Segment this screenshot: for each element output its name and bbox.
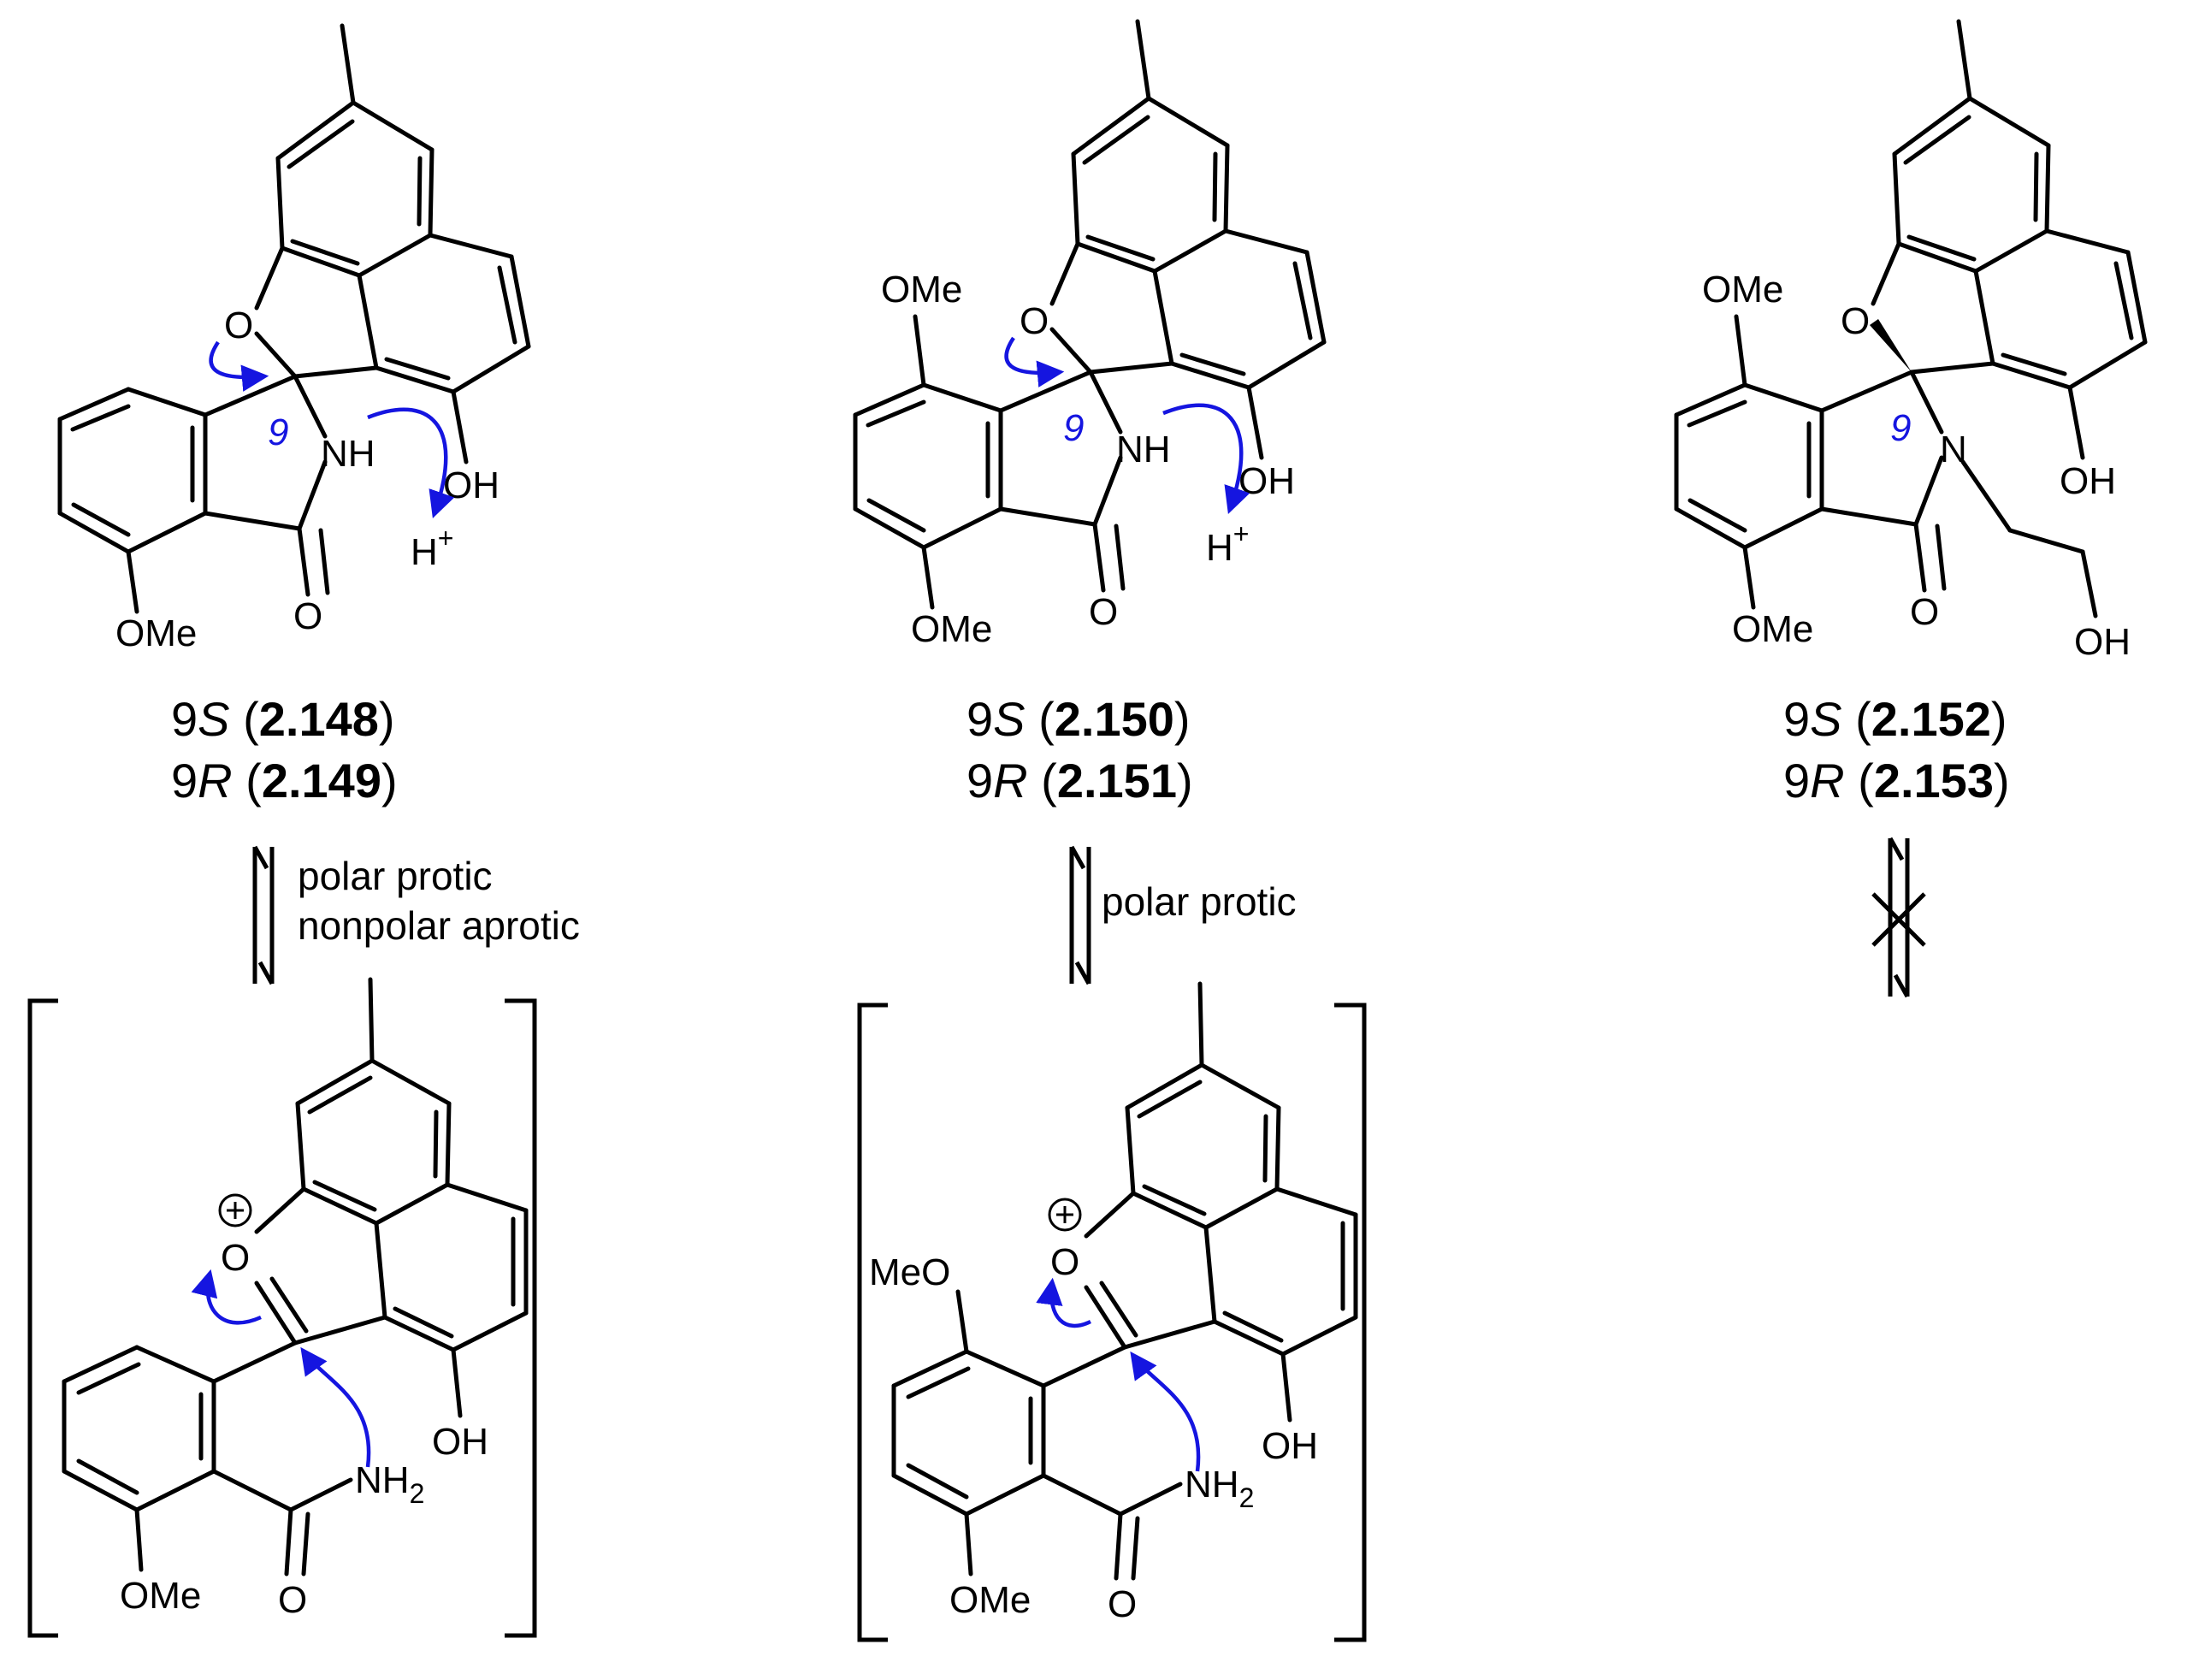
- i2-methoxy-top: MeO: [869, 1251, 950, 1293]
- molecule-3-bonds: [1674, 19, 2148, 618]
- m1-hydroxyl: OH: [443, 464, 499, 506]
- m3-locant-9: 9: [1890, 407, 1911, 449]
- i2-methoxy-bottom: OMe: [949, 1579, 1031, 1621]
- equilibrium-arrow-2: polar protic: [1069, 845, 1297, 985]
- m2-caption-s: 9S (2.150): [966, 692, 1191, 746]
- i1-bracket-right: [505, 998, 537, 1638]
- eq1-condition-2: nonpolar aprotic: [298, 903, 580, 948]
- molecule-2-148: O NH OH O OMe H+ 9 9S (2.148) 9R (2.149): [57, 23, 531, 807]
- m2-locant-9: 9: [1063, 407, 1084, 449]
- intermediate-2: O OH NH2 O OMe MeO: [857, 981, 1367, 1642]
- molecule-2-150: O NH OH O OMe OMe H+ 9 9S (2.150) 9R (2.…: [853, 19, 1327, 807]
- m2-hydroxyl: OH: [1238, 460, 1295, 502]
- m3-chain-hydroxyl: OH: [2074, 621, 2131, 663]
- i2-bracket-left: [857, 1003, 888, 1642]
- molecule-1-bonds: [57, 23, 531, 614]
- m3-furan-oxygen: O: [1841, 300, 1870, 342]
- i2-amide-oxygen: O: [1108, 1583, 1137, 1625]
- m3-hydroxyl: OH: [2060, 460, 2116, 502]
- m1-locant-9: 9: [268, 411, 288, 453]
- i2-oxonium-oxygen: O: [1050, 1241, 1079, 1283]
- m3-methoxy-top: OMe: [1702, 269, 1783, 311]
- i1-hydroxyl: OH: [432, 1421, 488, 1463]
- molecule-2-152: O N OH O OMe OMe OH 9 9S (2.152) 9R (2.1…: [1674, 19, 2148, 807]
- i2-amine: NH2: [1185, 1464, 1254, 1513]
- i1-amide-oxygen: O: [278, 1579, 307, 1621]
- i2-hydroxyl: OH: [1262, 1425, 1318, 1467]
- m2-caption-r: 9R (2.151): [966, 754, 1193, 807]
- m1-caption-s: 9S (2.148): [171, 692, 395, 746]
- m3-caption-s: 9S (2.152): [1783, 692, 2007, 746]
- m3-stereo-wedge: [1870, 319, 1912, 372]
- m1-proton: H+: [411, 523, 453, 573]
- i1-bracket-left: [27, 998, 58, 1638]
- intermediate-2-labels: O OH NH2 O OMe MeO: [869, 1198, 1318, 1625]
- intermediate-1: O OH NH2 O OMe: [27, 977, 537, 1638]
- molecule-2-curved-arrows: [1004, 336, 1250, 514]
- i2-bracket-right: [1334, 1003, 1367, 1642]
- m2-proton: H+: [1206, 518, 1249, 569]
- eq1-condition-1: polar protic: [298, 854, 493, 898]
- intermediate-2-bonds: [891, 981, 1358, 1581]
- m1-methoxy: OMe: [115, 612, 197, 654]
- m2-methoxy-top: OMe: [881, 269, 962, 311]
- m3-amide-n: N: [1940, 429, 1967, 470]
- m3-caption-r: 9R (2.153): [1783, 754, 2010, 807]
- m2-carbonyl-oxygen: O: [1089, 591, 1118, 633]
- m2-amide-nh: NH: [1116, 429, 1171, 470]
- i1-methoxy: OMe: [120, 1575, 201, 1617]
- molecule-3-labels: O N OH O OMe OMe OH 9: [1702, 269, 2131, 663]
- i1-amine: NH2: [355, 1459, 424, 1509]
- m1-caption-r: 9R (2.149): [171, 754, 398, 807]
- m1-amide-nh: NH: [321, 433, 375, 475]
- molecule-2-bonds: [853, 19, 1327, 610]
- molecule-1-curved-arrows: [209, 340, 455, 518]
- molecule-1-labels: O NH OH O OMe H+ 9: [115, 305, 499, 654]
- intermediate-2-curved-arrows: [1036, 1277, 1201, 1472]
- i1-positive-charge-icon: [218, 1193, 252, 1227]
- intermediate-1-curved-arrows: [191, 1269, 371, 1468]
- eq2-condition-1: polar protic: [1102, 879, 1297, 924]
- eq3-cross-mark-b: [1871, 892, 1926, 947]
- m3-methoxy-bottom: OMe: [1732, 608, 1813, 650]
- m2-furan-oxygen: O: [1020, 300, 1049, 342]
- i1-oxonium-oxygen: O: [221, 1237, 250, 1279]
- m1-furan-oxygen: O: [224, 305, 253, 346]
- intermediate-1-labels: O OH NH2 O OMe: [120, 1193, 488, 1621]
- m1-carbonyl-oxygen: O: [293, 595, 322, 637]
- m3-carbonyl-oxygen: O: [1910, 591, 1939, 633]
- equilibrium-arrow-1: polar protic nonpolar aprotic: [252, 845, 580, 985]
- m2-methoxy-bottom: OMe: [911, 608, 992, 650]
- i2-positive-charge-icon: [1048, 1198, 1082, 1232]
- molecule-2-labels: O NH OH O OMe OMe H+ 9: [881, 269, 1295, 650]
- equilibrium-arrow-3-blocked: [1871, 837, 1926, 998]
- intermediate-1-bonds: [62, 977, 529, 1576]
